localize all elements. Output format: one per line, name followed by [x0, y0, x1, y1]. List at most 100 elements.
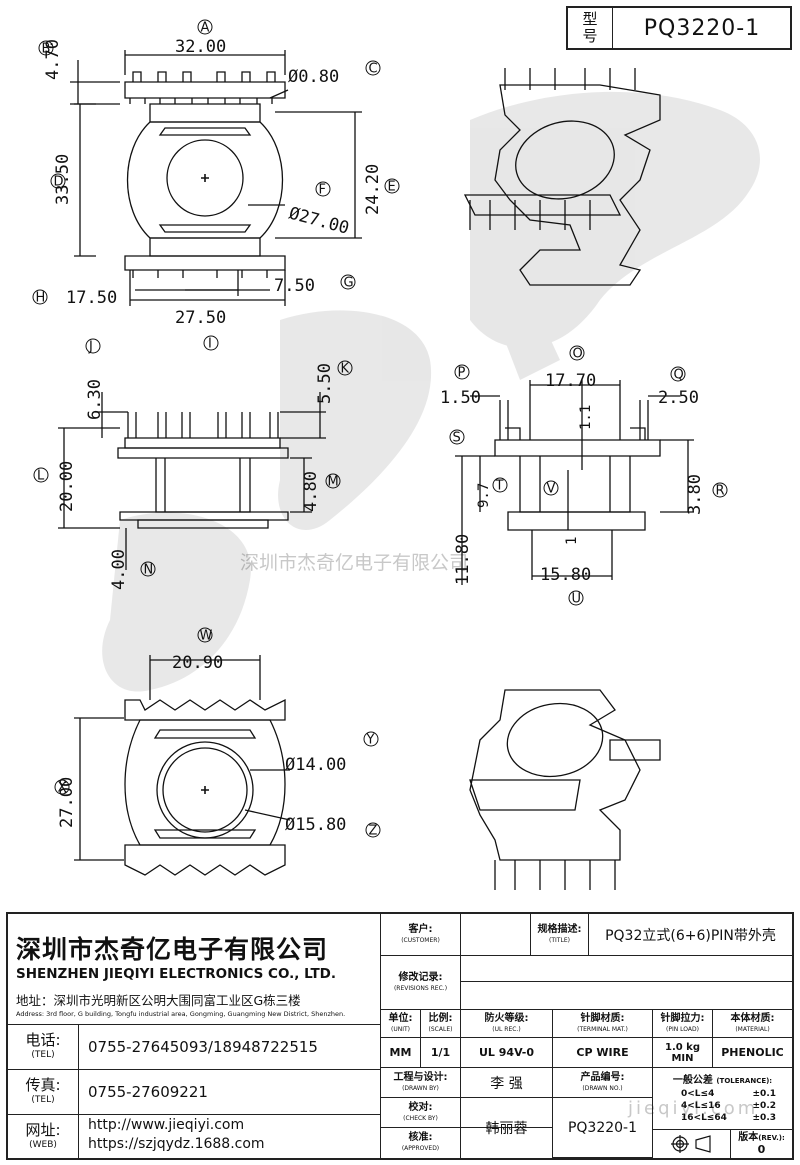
drawing-no-label: 产品编号:(DRAWN NO.) — [553, 1068, 653, 1098]
front-view — [455, 380, 694, 585]
circle-label-f: F — [315, 181, 331, 198]
scale-label: 比例:(SCALE) — [421, 1010, 461, 1038]
svg-text:I: I — [208, 337, 212, 352]
company-address-en: Address: 3rd floor, G building, Tongfu i… — [16, 1010, 346, 1018]
dim-side-4-80: 4.80 — [301, 471, 321, 512]
svg-text:U: U — [572, 592, 582, 607]
circle-label-r: R — [712, 482, 728, 499]
approved-label: 核准:(APPROVED) — [381, 1128, 461, 1158]
dim-bottom-15-80: Ø15.80 — [285, 815, 346, 835]
tel-value: 0755-27645093/18948722515 — [88, 1038, 318, 1056]
circle-label-l: L — [33, 467, 49, 484]
website-link-1[interactable]: http://www.jieqiyi.com — [88, 1117, 245, 1133]
tolerance-value: ±0.2 — [752, 1101, 776, 1111]
circle-label-u: U — [568, 590, 584, 607]
svg-text:Y: Y — [366, 733, 375, 748]
watermark-website: jieqiyi.com — [628, 1098, 759, 1119]
circle-label-d: D — [50, 173, 66, 190]
svg-text:W: W — [200, 629, 213, 644]
svg-text:M: M — [328, 475, 339, 490]
dim-front-1: 1 — [564, 537, 580, 545]
svg-text:K: K — [341, 362, 350, 377]
circle-label-h: H — [32, 289, 48, 306]
circle-label-b: B — [38, 40, 54, 57]
fax-label: 传真:(TEL) — [25, 1076, 61, 1105]
revision-box: 版本(REV.): 0 — [738, 1132, 785, 1156]
dim-pitch-17-50: 17.50 — [66, 288, 117, 308]
circle-label-k: K — [337, 360, 353, 377]
dim-front-1-50: 1.50 — [440, 388, 481, 408]
dim-top-inner: 24.20 — [363, 164, 383, 215]
dim-front-1-1: 1.1 — [578, 405, 594, 430]
ulrec-value: UL 94V-0 — [461, 1038, 553, 1068]
projection-symbol-icon — [670, 1135, 711, 1153]
title-value: PQ32立式(6+6)PIN带外壳 — [589, 914, 792, 956]
side-view — [58, 392, 326, 570]
svg-text:T: T — [495, 479, 504, 494]
dim-front-17-70: 17.70 — [545, 371, 596, 391]
unit-label: 单位:(UNIT) — [381, 1010, 421, 1038]
tolerance-row: 0<L≤4 ±0.1 — [653, 1088, 792, 1100]
svg-text:X: X — [58, 781, 67, 796]
revisions-value-2 — [461, 982, 792, 1010]
circle-label-n: N — [140, 561, 156, 578]
model-label: 型号 — [568, 8, 613, 48]
circle-label-q: Q — [670, 366, 686, 383]
bottom-view — [74, 655, 291, 876]
top-pins — [129, 71, 276, 104]
projection-symbol — [653, 1130, 731, 1158]
svg-text:B: B — [42, 42, 51, 57]
dim-front-11-80: 11.80 — [453, 534, 473, 585]
top-view — [70, 50, 362, 306]
svg-text:R: R — [716, 484, 725, 499]
tel-label: 电话:(TEL) — [25, 1031, 61, 1060]
circle-label-w: W — [197, 627, 213, 644]
tolerance-range: 4<L≤16 — [681, 1101, 721, 1111]
tolerance-value: ±0.1 — [752, 1089, 776, 1099]
dim-bottom-14-00: Ø14.00 — [285, 755, 346, 775]
circle-label-v: V — [543, 480, 559, 497]
circle-label-t: T — [492, 477, 508, 494]
ulrec-label: 防火等级:(UL REC.) — [461, 1010, 553, 1038]
title-label: 规格描述:(TITLE) — [531, 914, 589, 956]
technical-drawing: 32.00 Ø0.80 4.70 33.50 24.20 Ø27.00 17.5… — [32, 19, 760, 890]
svg-text:V: V — [547, 482, 556, 497]
web-row: 网址:(WEB) http://www.jieqiyi.com https://… — [8, 1115, 381, 1158]
circle-label-j: J — [85, 338, 101, 355]
drawn-value: 李 强 — [461, 1068, 553, 1098]
svg-text:D: D — [54, 175, 64, 190]
customer-label: 客户:(CUSTOMER) — [381, 914, 461, 956]
svg-text:J: J — [88, 340, 93, 355]
svg-text:S: S — [453, 431, 461, 446]
dim-front-15-80: 15.80 — [540, 565, 591, 585]
svg-text:H: H — [36, 291, 46, 306]
circle-label-o: O — [569, 345, 585, 362]
svg-text:G: G — [344, 276, 354, 291]
tolerance-label: 一般公差 (TOLERANCE): — [672, 1075, 773, 1086]
circle-label-i: I — [203, 335, 219, 352]
website-link-2[interactable]: https://szjqydz.1688.com — [88, 1136, 265, 1152]
circle-label-x: X — [54, 779, 70, 796]
svg-text:L: L — [37, 469, 45, 484]
material-label: 本体材质:(MATERIAL) — [713, 1010, 792, 1038]
company-header: 深圳市杰奇亿电子有限公司 SHENZHEN JIEQIYI ELECTRONIC… — [8, 914, 381, 1025]
tolerance-row: 16<L≤64±0.3 — [653, 1112, 792, 1124]
circle-label-a: A — [197, 19, 213, 36]
model-header: 型号 PQ3220-1 — [566, 6, 792, 50]
dim-pitch-27-50: 27.50 — [175, 308, 226, 328]
company-name-en: SHENZHEN JIEQIYI ELECTRONICS CO., LTD. — [16, 966, 337, 982]
svg-text:O: O — [573, 347, 583, 362]
company-address-cn: 地址：深圳市光明新区公明大围同富工业区G栋三楼 — [16, 993, 301, 1008]
check-label: 校对:(CHECK BY) — [381, 1098, 461, 1128]
dim-top-width: 32.00 — [175, 37, 226, 57]
circle-label-z: Z — [365, 822, 381, 839]
company-name-cn: 深圳市杰奇亿电子有限公司 — [16, 935, 329, 964]
approved-value: 韩丽蓉 — [461, 1098, 553, 1158]
iso-view-top — [463, 68, 661, 286]
terminal-value: CP WIRE — [553, 1038, 653, 1068]
tolerance-range: 0<L≤4 — [681, 1089, 715, 1099]
dim-side-4-00: 4.00 — [109, 549, 129, 590]
dim-front-3-80: 3.80 — [685, 474, 705, 515]
customer-value — [461, 914, 531, 956]
